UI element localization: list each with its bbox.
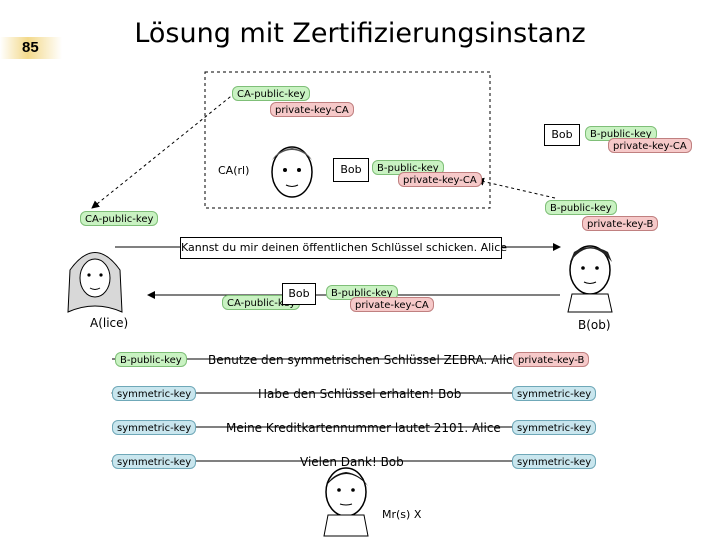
- exchange-2-text: Habe den Schlüssel erhalten! Bob: [258, 387, 462, 401]
- exchange-1-left-key: B-public-key: [115, 352, 187, 367]
- exchange-3-text: Meine Kreditkartennummer lautet 2101. Al…: [226, 421, 501, 435]
- bob-face-icon: [567, 245, 613, 313]
- ca-label: CA(rl): [218, 164, 250, 177]
- ca-face-icon: [271, 146, 313, 198]
- low-cert-b-public-key: B-public-key: [326, 285, 398, 300]
- cert-bob-box: Bob: [333, 158, 369, 182]
- top-cert-private-key-ca: private-key-CA: [608, 138, 692, 153]
- exchange-1-right-key: private-key-B: [513, 352, 590, 367]
- exchange-4-text: Vielen Dank! Bob: [300, 455, 404, 469]
- exchange-3-right-key: symmetric-key: [512, 420, 597, 435]
- attacker-face-icon: [323, 467, 369, 537]
- slide-title: Lösung mit Zertifizierungsinstanz: [134, 18, 586, 49]
- ca-private-key: private-key-CA: [270, 102, 354, 117]
- cert-private-key-ca: private-key-CA: [398, 172, 482, 187]
- low-cert-private-key-ca: private-key-CA: [350, 297, 434, 312]
- alice-label: A(lice): [90, 316, 129, 330]
- request-message: Kannst du mir deinen öffentlichen Schlüs…: [180, 237, 507, 259]
- bob-to-ca-arrow: [476, 177, 556, 199]
- top-cert-bob-box: Bob: [544, 124, 580, 146]
- exchange-4-left-key: symmetric-key: [112, 454, 197, 469]
- slide-number: 85: [0, 37, 62, 59]
- exchange-2-right-key: symmetric-key: [512, 386, 597, 401]
- bob-private-key-b: private-key-B: [582, 216, 659, 231]
- exchange-1-text: Benutze den symmetrischen Schlüssel ZEBR…: [208, 353, 520, 367]
- attacker-label: Mr(s) X: [382, 508, 422, 521]
- exchange-3-left-key: symmetric-key: [112, 420, 197, 435]
- alice-face-icon: [67, 252, 123, 313]
- ca-box: [204, 71, 491, 209]
- alice-ca-public-key: CA-public-key: [80, 211, 159, 226]
- ca-public-key: CA-public-key: [232, 86, 311, 101]
- low-cert-ca-public-key: CA-public-key: [222, 295, 301, 310]
- exchange-2-left-key: symmetric-key: [112, 386, 197, 401]
- low-cert-bob-box: Bob: [282, 283, 316, 305]
- exchange-4-right-key: symmetric-key: [512, 454, 597, 469]
- bob-label: B(ob): [578, 318, 611, 332]
- bob-b-public-key: B-public-key: [545, 200, 617, 215]
- ca-to-alice-arrow: [91, 92, 236, 209]
